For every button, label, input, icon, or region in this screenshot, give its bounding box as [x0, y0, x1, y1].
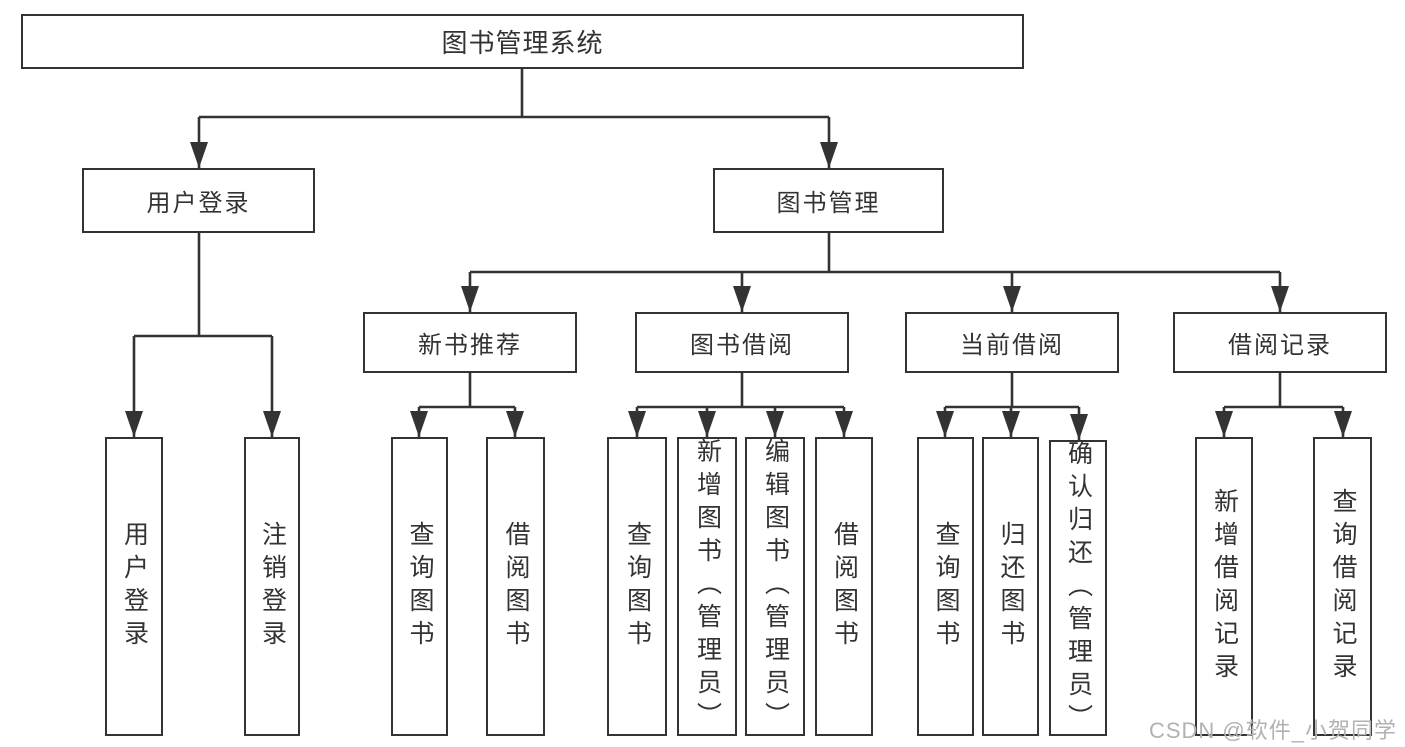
leaf-edit-book-admin-label: 编辑图书（管理员） [761, 438, 790, 735]
leaf-query-books-recommend-label: 查询图书 [406, 520, 434, 653]
leaf-logout-label: 注销登录 [258, 520, 287, 653]
leaf-add-borrow-record: 新增借阅记录 [1195, 437, 1253, 736]
leaf-add-book-admin-label: 新增图书（管理员） [693, 438, 722, 735]
leaf-query-books-recommend: 查询图书 [391, 437, 448, 736]
leaf-query-books-borrowing: 查询图书 [607, 437, 667, 736]
node-borrowing-records: 借阅记录 [1173, 312, 1387, 373]
leaf-query-borrow-record: 查询借阅记录 [1313, 437, 1372, 736]
node-book-management: 图书管理 [713, 168, 944, 233]
node-new-book-recommendation: 新书推荐 [363, 312, 577, 373]
leaf-query-books-current-label: 查询图书 [932, 520, 960, 653]
leaf-query-books-current: 查询图书 [917, 437, 974, 736]
arrowhead-icons [125, 142, 1352, 440]
node-book-borrowing: 图书借阅 [635, 312, 849, 373]
leaf-borrow-books-recommend: 借阅图书 [486, 437, 545, 736]
watermark: CSDN @软件_小贺同学 [1148, 718, 1397, 743]
leaf-add-book-admin: 新增图书（管理员） [677, 437, 737, 736]
leaf-borrow-books-label: 借阅图书 [830, 520, 859, 653]
leaf-confirm-return-admin-label: 确认归还（管理员） [1064, 439, 1093, 737]
leaf-confirm-return-admin: 确认归还（管理员） [1049, 439, 1107, 737]
leaf-edit-book-admin: 编辑图书（管理员） [745, 437, 805, 736]
leaf-return-books-label: 归还图书 [997, 520, 1025, 653]
leaf-borrow-books: 借阅图书 [815, 437, 873, 736]
node-current-borrowing: 当前借阅 [905, 312, 1119, 373]
leaf-user-login: 用户登录 [105, 437, 163, 736]
node-root-system: 图书管理系统 [21, 14, 1024, 69]
leaf-logout: 注销登录 [244, 437, 300, 736]
connector-lines [132, 69, 1345, 440]
leaf-user-login-label: 用户登录 [120, 520, 149, 653]
leaf-borrow-books-recommend-label: 借阅图书 [502, 520, 530, 653]
leaf-query-borrow-record-label: 查询借阅记录 [1329, 487, 1357, 686]
node-user-login: 用户登录 [82, 168, 315, 233]
leaf-return-books: 归还图书 [982, 437, 1039, 736]
leaf-query-books-borrowing-label: 查询图书 [623, 520, 652, 653]
leaf-add-borrow-record-label: 新增借阅记录 [1210, 487, 1239, 686]
